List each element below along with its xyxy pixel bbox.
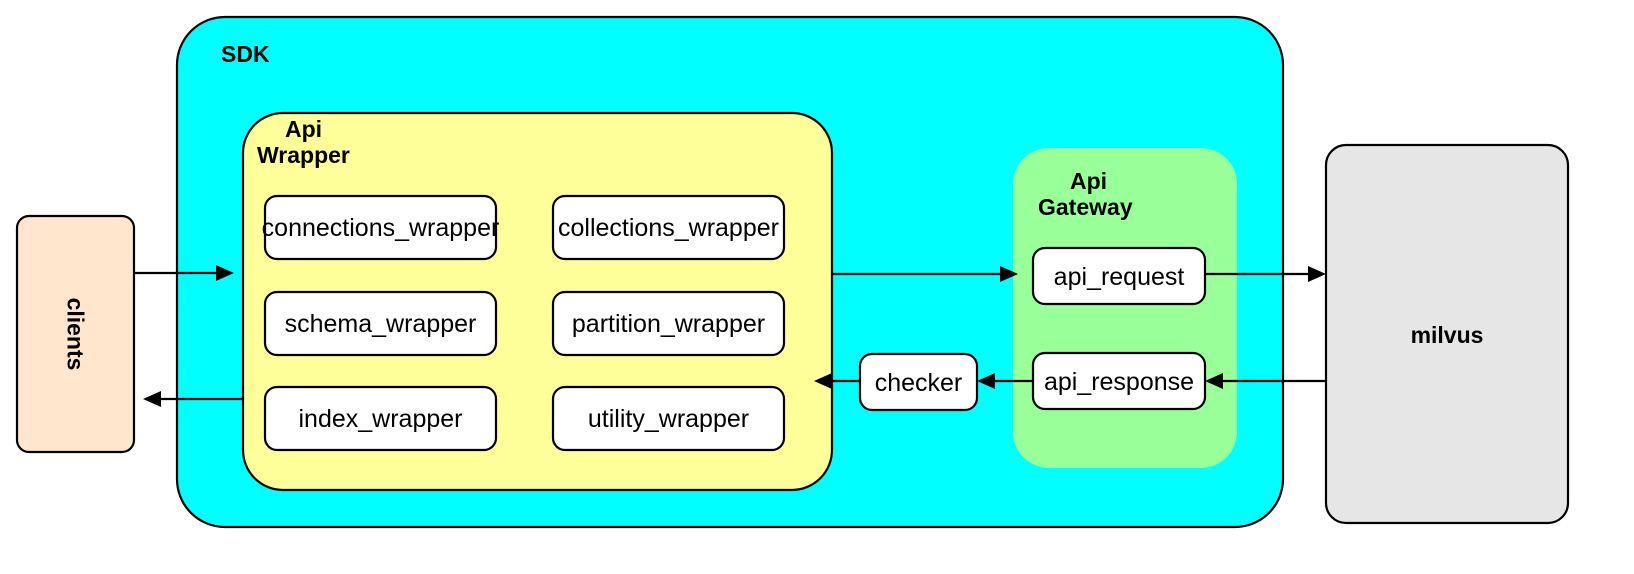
node-schema-wrapper-label: schema_wrapper (285, 310, 477, 338)
node-partition-wrapper[interactable] (551, 290, 786, 357)
node-checker-label: checker (875, 369, 963, 397)
node-utility-wrapper[interactable] (551, 385, 786, 452)
sdk-container-label: SDK (221, 41, 270, 67)
node-utility-wrapper-label: utility_wrapper (588, 405, 749, 433)
node-api-request-label: api_request (1054, 263, 1185, 291)
node-collections-wrapper-label: collections_wrapper (558, 214, 779, 242)
connector-api-request-to-milvus (1205, 266, 1326, 282)
node-index-wrapper[interactable] (263, 385, 498, 452)
node-milvus[interactable] (1324, 143, 1570, 525)
api-wrapper-label-line2: Wrapper (257, 142, 350, 168)
node-partition-wrapper-label: partition_wrapper (572, 310, 765, 338)
connector-checker-to-wrapper (814, 373, 860, 389)
node-api-response-label: api_response (1044, 368, 1194, 396)
api-gateway-label-line2: Gateway (1038, 194, 1133, 220)
connector-sdk-to-clients (143, 391, 243, 407)
node-api-request[interactable] (1031, 246, 1207, 306)
api-gateway-label-line1: Api (1070, 168, 1107, 194)
node-schema-wrapper[interactable] (263, 290, 498, 357)
node-clients-label: clients (63, 298, 89, 371)
connector-wrapper-to-gateway (832, 266, 1018, 282)
connector-api-response-to-checker (977, 373, 1033, 389)
node-collections-wrapper[interactable] (551, 194, 786, 261)
connector-clients-to-sdk (134, 265, 234, 281)
api-wrapper-label-line1: Api (285, 116, 322, 142)
connector-milvus-to-api-response (1205, 373, 1326, 389)
node-connections-wrapper-label: connections_wrapper (262, 214, 500, 242)
node-clients[interactable] (15, 214, 136, 454)
node-index-wrapper-label: index_wrapper (299, 405, 463, 433)
node-milvus-label: milvus (1411, 322, 1484, 348)
node-connections-wrapper[interactable] (263, 194, 498, 261)
